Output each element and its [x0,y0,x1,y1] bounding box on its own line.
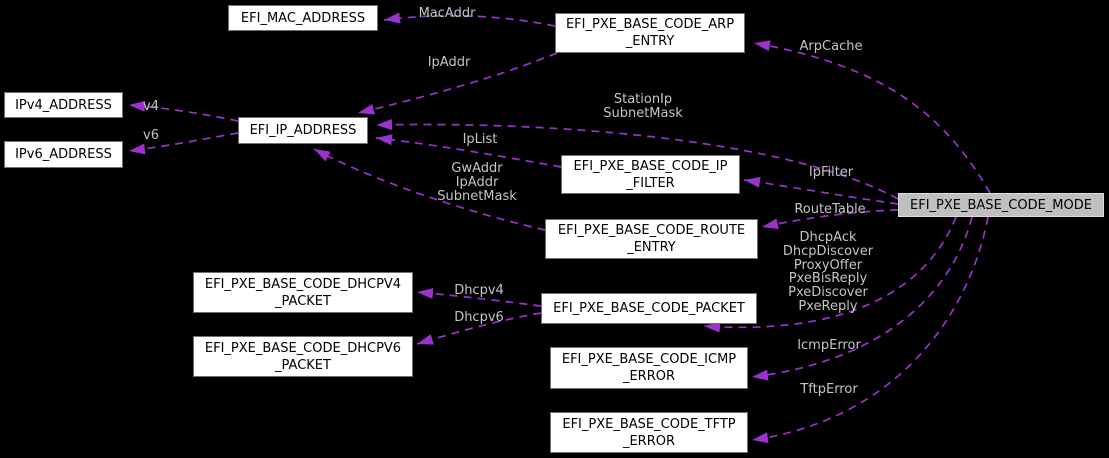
node-label: IPv6_ADDRESS [15,147,112,162]
node-ipv6-address[interactable]: IPv6_ADDRESS [4,141,123,168]
edge-label-iplist: IpList [462,132,498,147]
edge-label-v4: v4 [143,99,159,114]
node-efi-pxe-base-code-dhcpv4-packet[interactable]: EFI_PXE_BASE_CODE_DHCPV4 _PACKET [193,272,413,313]
node-efi-pxe-base-code-route-entry[interactable]: EFI_PXE_BASE_CODE_ROUTE _ENTRY [545,219,758,259]
node-efi-pxe-base-code-dhcpv6-packet[interactable]: EFI_PXE_BASE_CODE_DHCPV6 _PACKET [193,336,413,377]
node-label: EFI_IP_ADDRESS [249,123,357,138]
node-label: EFI_PXE_BASE_CODE_PACKET [553,301,745,316]
node-efi-pxe-base-code-icmp-error[interactable]: EFI_PXE_BASE_CODE_ICMP _ERROR [550,347,748,389]
edge-label-ipfilter: IpFilter [808,165,854,180]
node-label: EFI_PXE_BASE_CODE_ICMP _ERROR [561,352,737,384]
node-label: IPv4_ADDRESS [15,97,112,113]
edge-label-arpcache: ArpCache [799,39,863,54]
node-label: EFI_PXE_BASE_CODE_TFTP _ERROR [562,416,736,449]
node-efi-pxe-base-code-tftp-error[interactable]: EFI_PXE_BASE_CODE_TFTP _ERROR [550,412,748,453]
edge-label-routetable: RouteTable [794,202,866,217]
edge-label-icmperror: IcmpError [797,338,861,353]
edge-label-dhcpv6: Dhcpv6 [454,310,504,325]
edge-label-gwaddr-ipaddr-subnetmask: GwAddr IpAddr SubnetMask [437,161,517,204]
node-efi-pxe-base-code-ip-filter[interactable]: EFI_PXE_BASE_CODE_IP _FILTER [561,155,740,194]
node-label: EFI_PXE_BASE_CODE_ARP _ENTRY [565,17,735,49]
node-label: EFI_PXE_BASE_CODE_DHCPV4 _PACKET [204,276,402,309]
edge-label-v6: v6 [143,128,159,143]
node-label: EFI_PXE_BASE_CODE_ROUTE _ENTRY [557,223,746,255]
node-efi-pxe-base-code-packet[interactable]: EFI_PXE_BASE_CODE_PACKET [541,293,757,324]
edge-label-packet-members: DhcpAck DhcpDiscover ProxyOffer PxeBisRe… [782,230,874,314]
node-efi-pxe-base-code-mode[interactable]: EFI_PXE_BASE_CODE_MODE [898,193,1104,217]
node-efi-mac-address[interactable]: EFI_MAC_ADDRESS [228,5,378,31]
edge-label-tftperror: TftpError [800,382,858,397]
edge-label-ipaddr: IpAddr [427,55,471,70]
node-ipv4-address[interactable]: IPv4_ADDRESS [4,92,123,118]
edge-label-dhcpv4: Dhcpv4 [454,283,504,298]
node-efi-pxe-base-code-arp-entry[interactable]: EFI_PXE_BASE_CODE_ARP _ENTRY [555,13,745,53]
node-label: EFI_PXE_BASE_CODE_MODE [910,197,1092,213]
node-label: EFI_PXE_BASE_CODE_DHCPV6 _PACKET [204,340,402,373]
edge-mode-to-arp [753,40,991,194]
edge-label-stationip-subnetmask: StationIp SubnetMask [603,92,683,121]
edge-mode-to-ipfilter [743,176,899,205]
edge-label-macaddr: MacAddr [418,6,476,21]
node-efi-ip-address[interactable]: EFI_IP_ADDRESS [238,117,368,144]
node-label: EFI_PXE_BASE_CODE_IP _FILTER [573,158,728,191]
node-label: EFI_MAC_ADDRESS [240,10,366,26]
